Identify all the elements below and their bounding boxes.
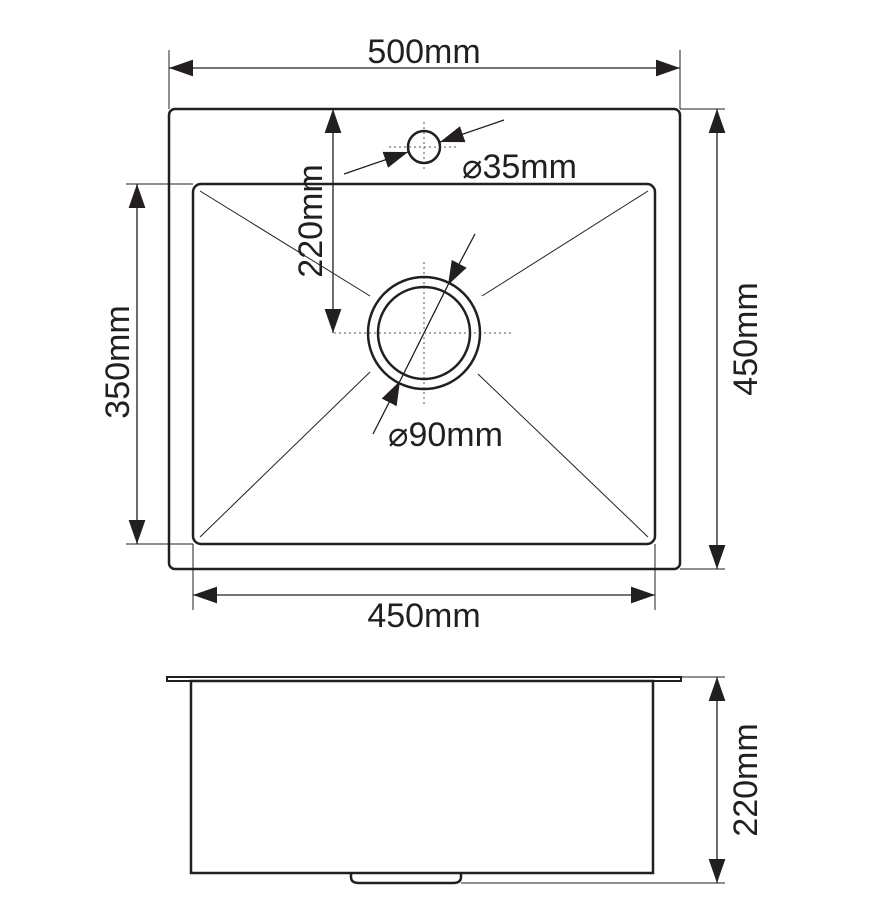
drain-diameter-label: ⌀90mm: [388, 416, 503, 454]
bowl-height-label: 220mm: [727, 723, 765, 836]
overall-depth-label: 450mm: [727, 282, 765, 395]
faucet-offset-label: 220mm: [292, 164, 330, 277]
drain: [334, 233, 514, 435]
bowl-body: [189, 679, 655, 875]
faucet-hole: [343, 119, 505, 175]
bowl-depth-label: 350mm: [99, 305, 137, 418]
drain-outlet: [349, 873, 463, 885]
bowl-outline: [191, 182, 657, 546]
bowl-slope-lines: [199, 190, 649, 538]
sink-outline: [167, 107, 682, 571]
overall-width-label: 500mm: [367, 33, 480, 71]
top-view: 500mm 450mm 350mm 220mm ⌀35mm ⌀90mm 450m…: [99, 33, 765, 635]
faucet-diameter-label: ⌀35mm: [462, 148, 577, 186]
side-view: 220mm: [166, 676, 765, 885]
bowl-width-label: 450mm: [367, 597, 480, 635]
